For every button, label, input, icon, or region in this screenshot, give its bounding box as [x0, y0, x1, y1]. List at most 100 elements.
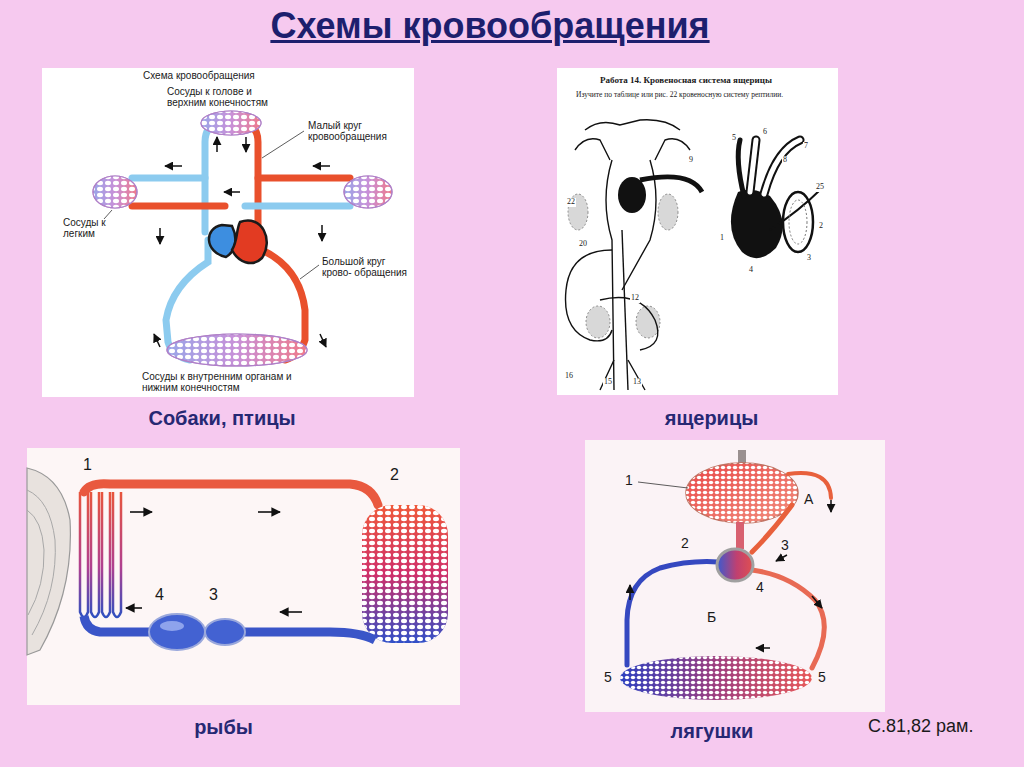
- callout-number: 1: [83, 456, 92, 474]
- mammal-circulation-scheme: [245, 124, 258, 225]
- lizard-circulation-drawing: [764, 140, 800, 194]
- callout-number: 4: [756, 580, 764, 596]
- frog-circulation-scheme: [752, 570, 824, 668]
- fish-circulation-scheme: [84, 616, 150, 632]
- mammal-circulation-scheme: [262, 131, 304, 158]
- panel-grounds: [585, 440, 885, 712]
- mammal-circulation-scheme: [344, 176, 392, 208]
- mammal-circulation-scheme: [258, 175, 350, 182]
- figure-caption: рыбы: [194, 716, 253, 739]
- mammal-circulation-scheme: [232, 221, 267, 264]
- mammal-circulation-scheme: [209, 225, 235, 257]
- mammal-circulation-scheme: [313, 165, 330, 167]
- frog-circulation-scheme: [686, 463, 798, 523]
- callout-number: 15: [603, 378, 613, 387]
- lizard-circulation-drawing: [622, 230, 628, 390]
- lizard-circulation-drawing: [783, 192, 813, 252]
- callout-number: 1: [625, 473, 633, 489]
- frog-circulation-scheme: [620, 656, 812, 700]
- frog-circulation-scheme: [627, 473, 831, 668]
- lizard-circulation-drawing: [600, 298, 658, 351]
- lizard-circulation-drawing: [750, 140, 756, 192]
- fish-circulation-scheme: [362, 505, 448, 643]
- vessel-label: Сосуды к легким: [63, 217, 109, 239]
- mammal-circulation-scheme: [300, 265, 319, 279]
- callout-number: 9: [688, 156, 694, 165]
- callout-number: 8: [782, 156, 788, 165]
- fish-circulation-scheme: [245, 632, 375, 640]
- callout-number: 5: [604, 670, 612, 686]
- lizard-circulation-drawing: [585, 120, 680, 130]
- frog-circulation-scheme: [686, 463, 798, 523]
- lizard-circulation-drawing: [600, 360, 645, 390]
- lizard-circulation-drawing: [568, 194, 588, 230]
- scheme-heading: Схема кровообращения: [143, 70, 255, 81]
- mammal-circulation-scheme: [93, 111, 392, 366]
- callout-number: 3: [806, 254, 812, 263]
- mammal-circulation-scheme: [245, 137, 247, 152]
- lizard-circulation-drawing: [566, 120, 703, 390]
- callout-letter: А: [804, 492, 813, 508]
- figure-panel: лягушки: [585, 440, 885, 712]
- callout-number: 12: [630, 294, 640, 303]
- fish-circulation-scheme: [91, 492, 99, 617]
- worksheet-heading: Работа 14. Кровеносная система ящерицы: [600, 75, 772, 85]
- fish-circulation-scheme: [149, 614, 205, 650]
- circuit-label: Большой круг крово- обращения: [322, 256, 414, 278]
- frog-circulation-scheme: [812, 596, 822, 608]
- fish-circulation-scheme: [126, 607, 142, 609]
- mammal-circulation-scheme: [132, 124, 350, 360]
- fish-circulation-scheme: [27, 468, 70, 655]
- mammal-circulation-scheme: [132, 203, 225, 210]
- figure-panel: Собаки, птицы: [42, 68, 414, 397]
- worksheet-instruction: Изучите по таблице или рис. 22 кровеносн…: [576, 91, 783, 99]
- callout-letter: Б: [707, 610, 716, 626]
- callout-number: 13: [632, 378, 642, 387]
- callout-number: 2: [818, 222, 824, 231]
- mammal-circulation-scheme: [159, 228, 161, 244]
- lizard-circulation-drawing: [658, 194, 678, 230]
- mammal-circulation-scheme: [167, 334, 307, 366]
- mammal-circulation-scheme: [201, 111, 261, 135]
- frog-circulation-scheme: [752, 505, 792, 552]
- figure-caption: ящерицы: [665, 407, 759, 430]
- mammal-circulation-scheme: [93, 176, 137, 208]
- callout-number: 25: [815, 183, 825, 192]
- callout-number: 5: [731, 134, 737, 143]
- fish-circulation-scheme: [27, 490, 55, 635]
- lizard-circulation-drawing: [731, 190, 783, 258]
- mammal-circulation-scheme: [224, 191, 240, 193]
- frog-circulation-scheme: [630, 500, 831, 648]
- callout-number: 2: [390, 466, 399, 484]
- frog-circulation-scheme: [638, 482, 688, 488]
- slide-title: Схемы кровообращения: [0, 5, 980, 47]
- fish-circulation-scheme: [362, 505, 448, 643]
- mammal-circulation-scheme: [245, 203, 350, 210]
- frog-circulation-scheme: [736, 522, 744, 549]
- mammal-circulation-scheme: [344, 176, 392, 208]
- mammal-circulation-scheme: [320, 334, 326, 347]
- fish-circulation-scheme: [27, 468, 448, 655]
- lizard-circulation-drawing: [566, 120, 821, 390]
- callout-number: 7: [803, 142, 809, 151]
- vessel-label: Сосуды к внутренним органам и нижним кон…: [142, 371, 292, 393]
- mammal-circulation-scheme: [154, 137, 330, 347]
- panel-grounds: [27, 448, 460, 705]
- figure-caption: Собаки, птицы: [148, 407, 295, 430]
- frog-circulation-scheme: [717, 549, 753, 581]
- mammal-circulation-scheme: [154, 334, 160, 347]
- mammal-circulation-scheme: [165, 165, 182, 167]
- lizard-circulation-drawing: [738, 140, 820, 230]
- mammal-circulation-scheme: [132, 175, 205, 182]
- frog-circulation-scheme: [620, 656, 812, 700]
- callout-number: 1: [719, 234, 725, 243]
- mammal-circulation-scheme: [93, 111, 392, 366]
- panel-grounds: [557, 68, 838, 395]
- fish-circulation-scheme: [80, 492, 121, 617]
- figure-panel: ящерицы: [557, 68, 838, 395]
- fish-circulation-scheme: [205, 619, 245, 645]
- frog-circulation-scheme: [756, 647, 770, 649]
- callout-number: 5: [818, 670, 826, 686]
- callout-number: 2: [681, 536, 689, 552]
